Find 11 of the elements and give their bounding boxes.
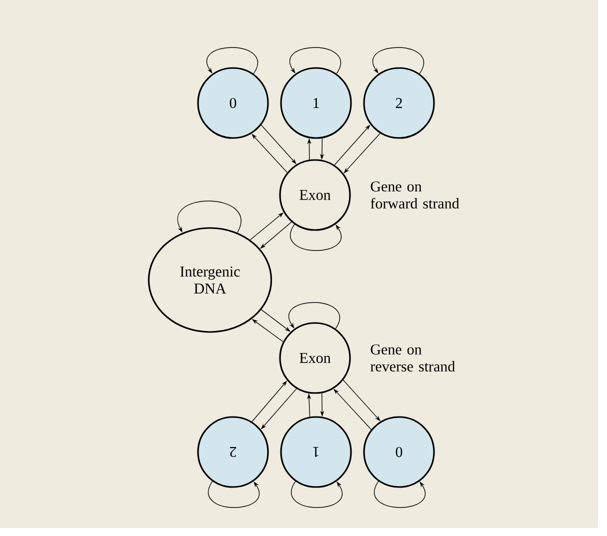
arrow — [206, 47, 258, 74]
arrow — [291, 480, 342, 508]
arrow — [290, 47, 341, 74]
arrow — [288, 302, 340, 330]
caption-text: Gene on forward strand — [370, 181, 460, 209]
arrow — [208, 480, 260, 508]
arrow — [372, 47, 424, 74]
caption-text: Gene on reverse strand — [370, 344, 455, 372]
arrow — [290, 224, 342, 251]
arrow — [374, 480, 426, 508]
arrow — [177, 200, 242, 233]
